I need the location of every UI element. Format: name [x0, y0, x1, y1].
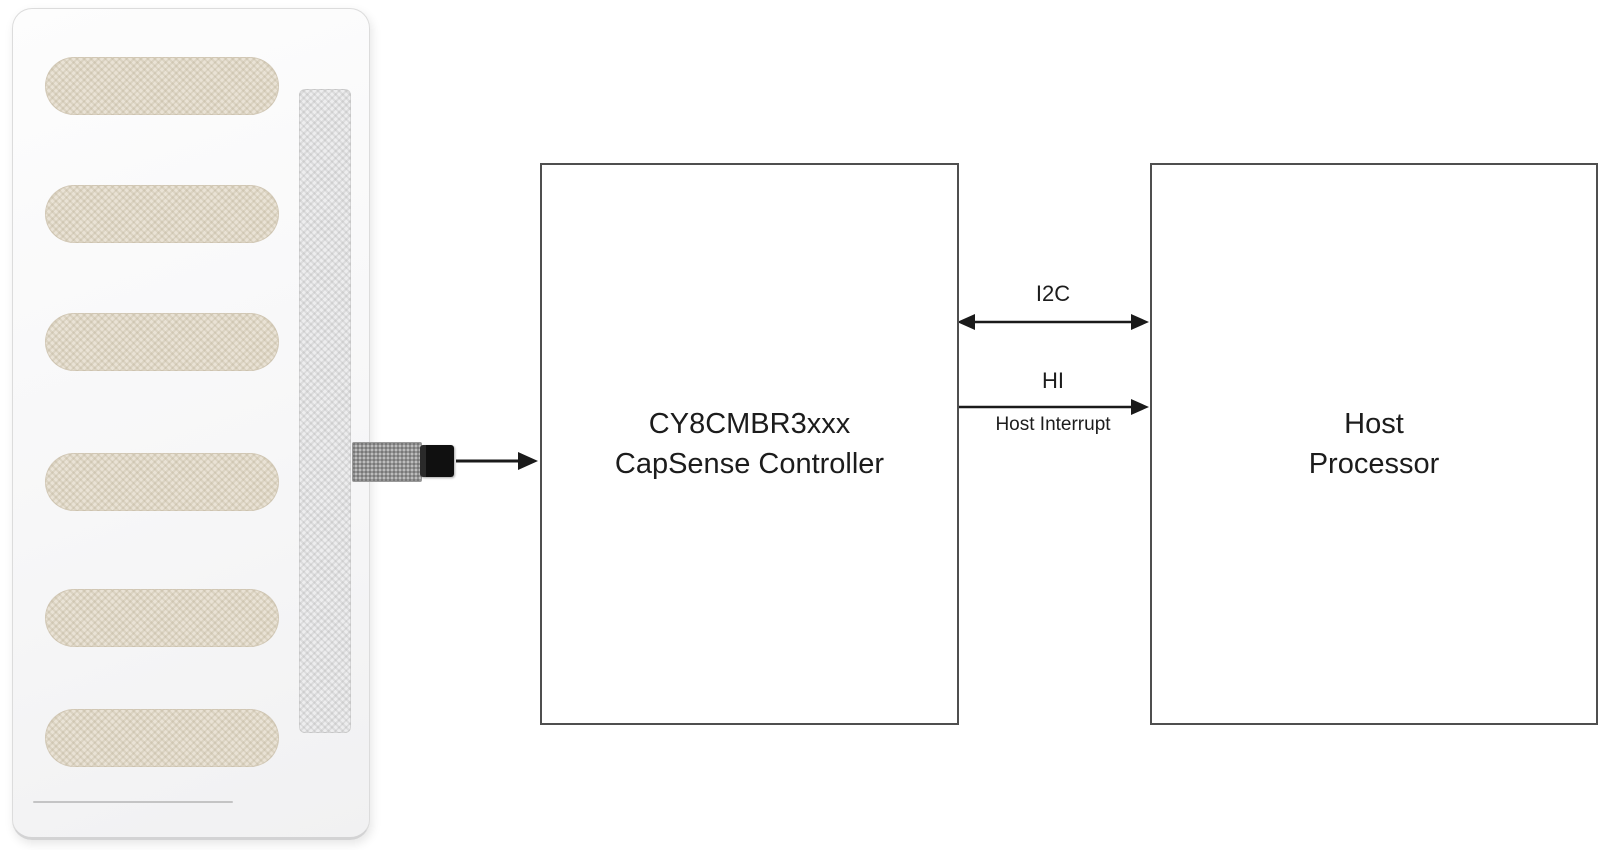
flex-cable-icon	[352, 442, 422, 482]
sensor-pad	[45, 185, 279, 243]
capsense-touch-panel-image	[12, 8, 370, 840]
host-processor-box: Host Processor	[1150, 163, 1598, 725]
i2c-bus-arrow	[957, 314, 1149, 330]
hi-signal-label: HI	[1042, 368, 1064, 393]
sensor-to-controller-arrow	[456, 452, 538, 470]
controller-label-line1: CY8CMBR3xxx	[648, 408, 851, 440]
sensor-pad	[45, 313, 279, 371]
host-interrupt-arrow	[957, 399, 1149, 415]
sensor-trace-strip	[299, 89, 351, 733]
host-interrupt-label: Host Interrupt	[995, 414, 1111, 435]
i2c-bus-label: I2C	[1035, 281, 1071, 306]
host-label-line1: Host	[1344, 408, 1404, 440]
capsense-controller-box: CY8CMBR3xxx CapSense Controller	[540, 163, 959, 725]
sensor-pad	[45, 589, 279, 647]
sensor-pad	[45, 57, 279, 115]
sensor-pad	[45, 709, 279, 767]
cable-connector-icon	[420, 445, 454, 477]
sensor-bottom-trace	[33, 801, 233, 803]
host-label-line2: Processor	[1308, 448, 1440, 480]
controller-label-line2: CapSense Controller	[614, 448, 885, 480]
sensor-pad	[45, 453, 279, 511]
